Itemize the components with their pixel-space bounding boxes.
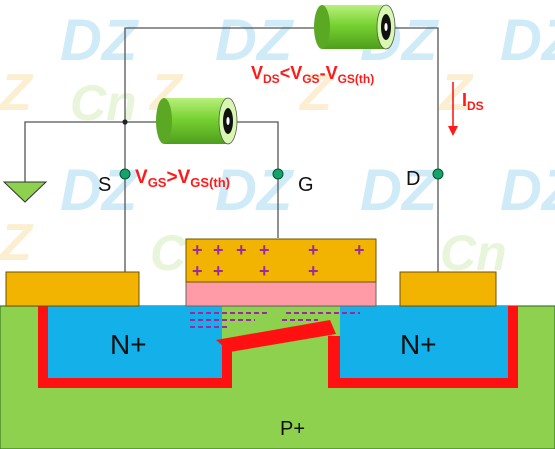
svg-text:+: + <box>192 261 203 281</box>
inversion-channel <box>216 320 336 352</box>
svg-text:+: + <box>236 240 247 260</box>
circuit-wires <box>24 27 439 272</box>
svg-text:Z: Z <box>0 214 34 272</box>
gate-oxide <box>185 281 377 307</box>
ground-icon <box>2 181 48 203</box>
svg-text:+: + <box>259 240 270 260</box>
right-n-region <box>340 306 508 378</box>
right-n-outline <box>328 306 518 388</box>
svg-text:+: + <box>308 261 319 281</box>
svg-text:DZ: DZ <box>500 8 555 73</box>
source-metal <box>5 271 140 307</box>
left-n-region <box>48 306 222 378</box>
battery-vds <box>314 4 396 50</box>
right-n-label: N+ <box>400 329 437 360</box>
gate-metal <box>185 238 377 283</box>
svg-text:+: + <box>259 261 270 281</box>
svg-text:+: + <box>308 240 319 260</box>
svg-text:Z: Z <box>0 64 34 122</box>
source-terminal-dot <box>119 168 131 180</box>
battery-vgs <box>156 97 238 145</box>
left-n-label: N+ <box>110 329 147 360</box>
svg-text:Z: Z <box>438 64 474 122</box>
substrate-label: P+ <box>280 418 305 440</box>
svg-text:+: + <box>354 240 365 260</box>
current-label: IDS <box>462 90 484 113</box>
wire-junction <box>122 119 128 125</box>
drain-metal <box>399 271 497 307</box>
negative-charges <box>190 312 360 328</box>
svg-text:DZ: DZ <box>60 8 140 73</box>
svg-text:DZ: DZ <box>500 158 555 223</box>
svg-text:+: + <box>192 240 203 260</box>
drain-terminal-dot <box>432 168 444 180</box>
svg-text:DZ: DZ <box>215 8 295 73</box>
gate-condition-label: VGS>VGS(th) <box>135 167 230 190</box>
drain-label: D <box>406 168 420 190</box>
svg-text:Z: Z <box>298 64 334 122</box>
svg-text:DZ: DZ <box>215 158 295 223</box>
positive-charges: +++ +++ +++ + <box>192 240 365 281</box>
gate-terminal-dot <box>272 168 284 180</box>
drain-condition-label: VDS<VGS-VGS(th) <box>251 63 374 86</box>
gate-label: G <box>298 174 314 196</box>
svg-text:+: + <box>213 240 224 260</box>
source-label: S <box>98 174 111 196</box>
svg-text:DZ: DZ <box>360 158 440 223</box>
current-arrow-icon <box>448 82 458 136</box>
svg-text:+: + <box>213 261 224 281</box>
